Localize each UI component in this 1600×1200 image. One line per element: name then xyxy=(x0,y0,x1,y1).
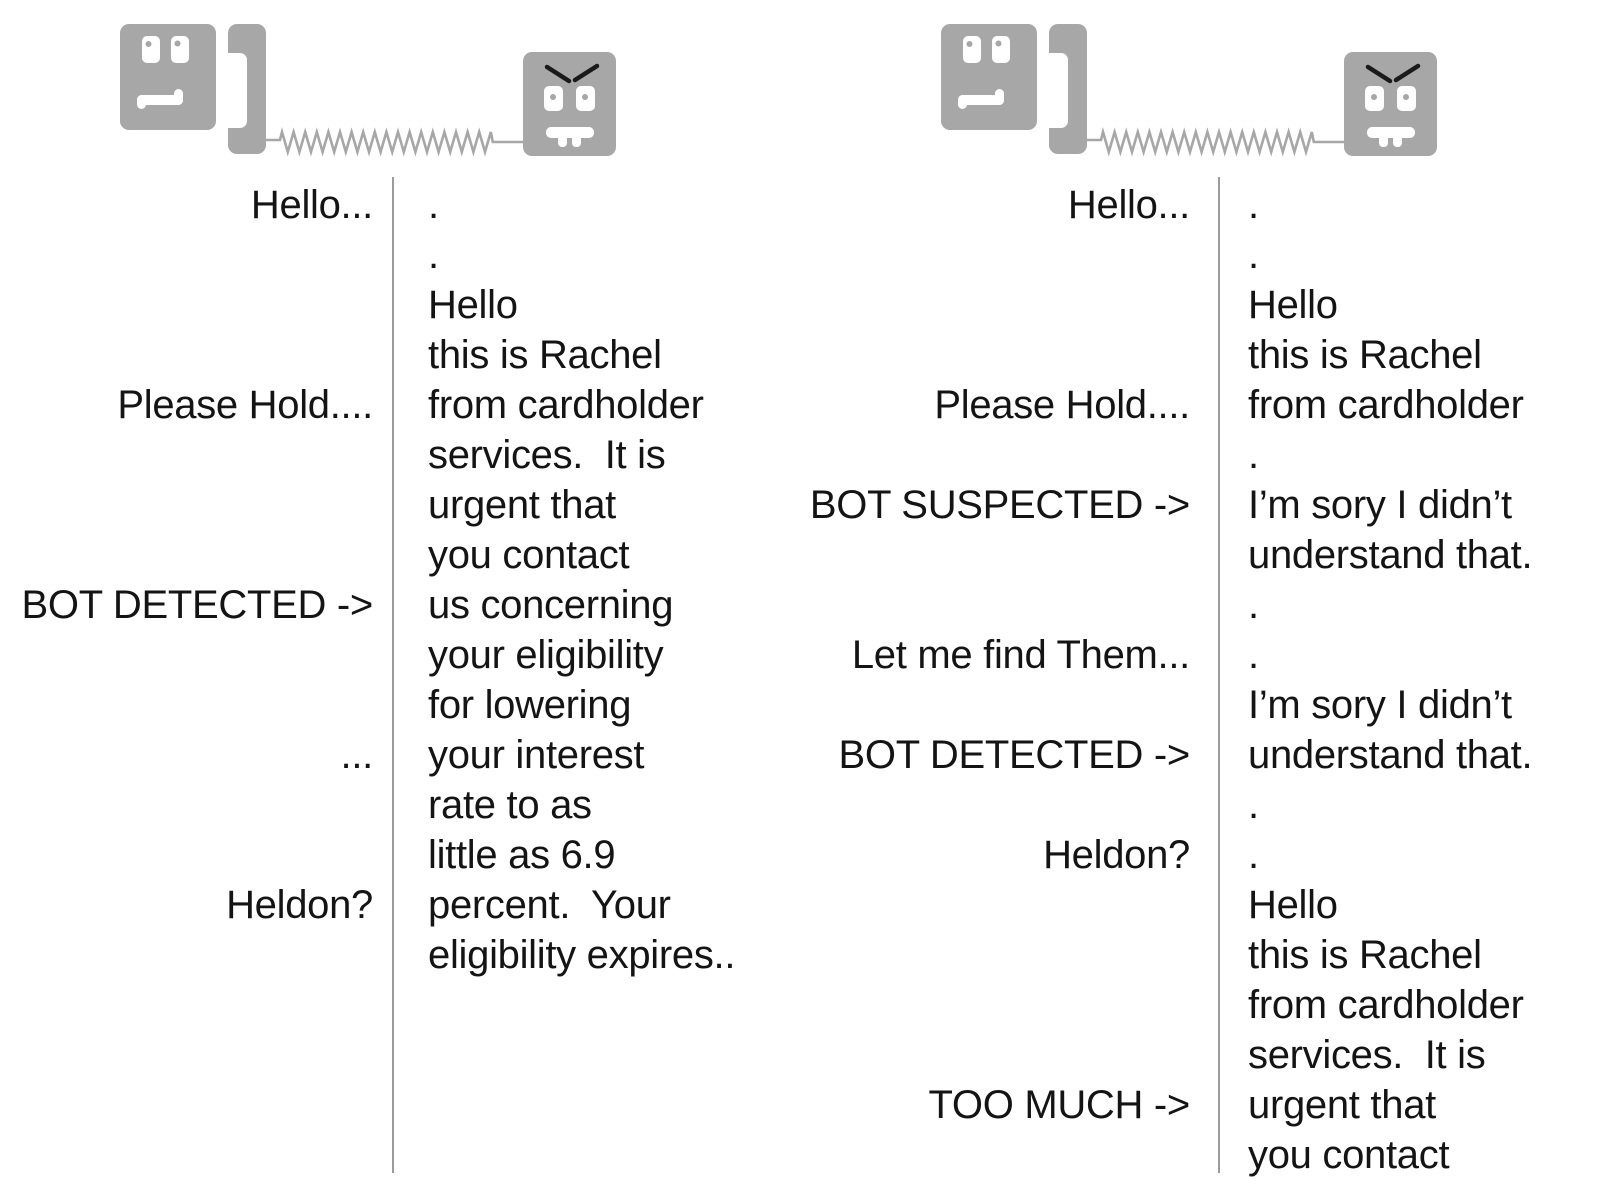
phone-call-illustration xyxy=(120,24,1600,180)
transcript-line: . xyxy=(1248,183,1259,227)
transcript-line: urgent that xyxy=(1248,1083,1436,1127)
transcript-line xyxy=(478,880,1190,930)
transcript-line xyxy=(0,630,373,680)
transcript-line: rate to as xyxy=(428,783,592,827)
transcript-line xyxy=(0,280,373,330)
transcript-line xyxy=(0,480,373,530)
transcript-line: understand that. xyxy=(1248,733,1533,777)
transcript-line: . xyxy=(1248,583,1259,627)
transcript-line xyxy=(0,330,373,380)
phone-handset-icon xyxy=(1037,24,1087,154)
transcript-line: Heldon? xyxy=(226,883,373,927)
transcript-line xyxy=(478,530,1190,580)
transcript-line xyxy=(478,980,1190,1030)
transcript-line: . xyxy=(1248,783,1259,827)
transcript-line: your interest xyxy=(428,733,645,777)
transcript-line: . xyxy=(1248,633,1259,677)
transcript-line: Hello... xyxy=(1067,183,1190,227)
transcript-line xyxy=(0,830,373,880)
transcript-line: little as 6.9 xyxy=(428,833,616,877)
transcript-line: us concerning xyxy=(428,583,674,627)
transcript-line: from cardholder xyxy=(1248,983,1524,1027)
transcript-line: Please Hold.... xyxy=(934,383,1190,427)
transcript-line: from cardholder xyxy=(1248,383,1524,427)
transcript-line: BOT DETECTED -> xyxy=(838,733,1191,777)
transcript-line: ... xyxy=(340,733,374,777)
transcript-line: services. It is xyxy=(428,433,666,477)
transcript-line: I’m sory I didn’t xyxy=(1248,483,1512,527)
call1-caller-transcript-column: Hello... Please Hold.... BOT DETECTED ->..… xyxy=(0,180,374,930)
transcript-line xyxy=(0,780,373,830)
transcript-line xyxy=(0,530,373,580)
phone-handset-icon xyxy=(216,24,266,154)
transcript-line: Hello... xyxy=(250,183,373,227)
phone-cord-icon xyxy=(263,130,526,154)
transcript-line: Please Hold.... xyxy=(117,383,373,427)
transcript-line: percent. Your xyxy=(428,883,671,927)
transcript-line: BOT DETECTED -> xyxy=(21,583,374,627)
transcript-line: Let me find Them... xyxy=(851,633,1190,677)
transcript-line: services. It is xyxy=(1248,1033,1486,1077)
transcript-line: . xyxy=(428,233,439,277)
transcript-line: . xyxy=(428,183,439,227)
transcript-line: . xyxy=(1248,833,1259,877)
caller-robot-icon xyxy=(120,24,216,130)
transcript-line: Hello xyxy=(1248,283,1338,327)
transcript-line: BOT SUSPECTED -> xyxy=(809,483,1190,527)
transcript-line: this is Rachel xyxy=(428,333,662,377)
transcript-line xyxy=(478,780,1190,830)
transcript-line: Heldon? xyxy=(1043,833,1190,877)
transcript-line: understand that. xyxy=(1248,533,1533,577)
angry-robot-icon xyxy=(523,52,616,156)
transcript-line xyxy=(478,230,1190,280)
transcript-line: TOO MUCH -> xyxy=(928,1083,1190,1127)
call-illustration-right xyxy=(941,24,1437,156)
transcript-line: this is Rachel xyxy=(1248,333,1482,377)
transcript-line: urgent that xyxy=(428,483,616,527)
transcript-line xyxy=(478,280,1190,330)
transcript-line: this is Rachel xyxy=(1248,933,1482,977)
call-illustration-left xyxy=(120,24,616,156)
transcript-line xyxy=(478,330,1190,380)
caller-robot-icon xyxy=(941,24,1037,130)
transcript-line: eligibility expires.. xyxy=(428,933,736,977)
call2-caller-transcript-column: Hello... Please Hold.... BOT SUSPECTED -> L… xyxy=(478,180,1190,1130)
transcript-divider xyxy=(1218,177,1220,1173)
transcript-line: your eligibility xyxy=(428,633,664,677)
transcript-line xyxy=(478,930,1190,980)
transcript-line xyxy=(478,1030,1190,1080)
transcript-line: for lowering xyxy=(428,683,632,727)
transcript-line xyxy=(478,430,1190,480)
transcript-line: you contact xyxy=(428,533,630,577)
phone-cord-icon xyxy=(1084,130,1347,154)
angry-robot-icon xyxy=(1344,52,1437,156)
transcript-line: . xyxy=(1248,433,1259,477)
transcript-line xyxy=(478,680,1190,730)
transcript-line: from cardholder xyxy=(428,383,704,427)
transcript-line xyxy=(0,680,373,730)
transcript-line: Hello xyxy=(1248,883,1338,927)
transcript-line: . xyxy=(1248,233,1259,277)
call2-bot-transcript-column: .. Hello this is Rachel from cardholder. I’m… xyxy=(1248,180,1600,1180)
transcript-line xyxy=(0,430,373,480)
transcript-line: Hello xyxy=(428,283,518,327)
transcript-divider xyxy=(392,177,394,1173)
transcript-line: I’m sory I didn’t xyxy=(1248,683,1512,727)
transcript-line xyxy=(478,580,1190,630)
transcript-line xyxy=(0,230,373,280)
transcript-line: you contact xyxy=(1248,1133,1450,1177)
call1-bot-transcript-column: .. Hello this is Rachel from cardholder serv… xyxy=(428,180,798,980)
